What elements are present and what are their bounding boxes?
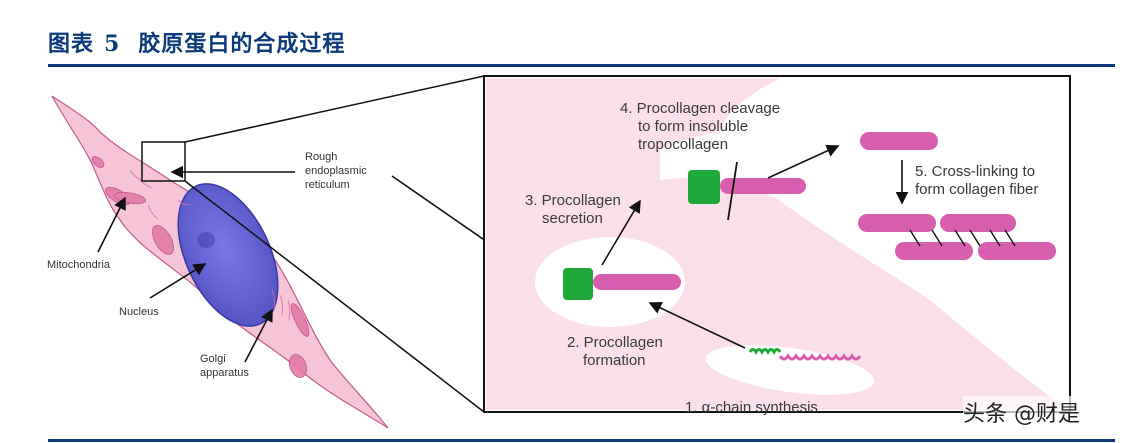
step-4-label: 4. Procollagen cleavage to form insolubl… xyxy=(620,100,780,154)
collagen-fiber xyxy=(858,214,1056,260)
step-1-label: 1. α-chain synthesis xyxy=(685,399,818,416)
label-rer-line1: Rough xyxy=(305,151,338,163)
footer-rule xyxy=(48,439,1115,442)
label-rer: Rough endoplasmic reticulum xyxy=(305,150,367,192)
mito-arrow xyxy=(97,196,126,253)
secreted-procollagen xyxy=(688,161,806,221)
step-5-label: 5. Cross-linking to form collagen fiber xyxy=(915,163,1038,199)
step-4-line1: 4. Procollagen cleavage xyxy=(620,100,781,117)
label-mitochondria: Mitochondria xyxy=(47,259,110,271)
step-5-line1: 5. Cross-linking to xyxy=(915,163,1036,180)
zoom-region-box xyxy=(141,141,186,182)
watermark: 头条 @财是 xyxy=(963,396,1080,428)
label-golgi-line1: Golgi xyxy=(200,353,226,365)
header-rule xyxy=(48,64,1115,67)
step-2-line1: 2. Procollagen xyxy=(567,334,663,351)
arrow-2-to-3 xyxy=(601,199,641,266)
cleavage-line xyxy=(727,161,738,221)
procollagen xyxy=(563,268,681,300)
figure-number: 5 xyxy=(104,31,121,57)
figure-title: 图表 5 胶原蛋白的合成过程 xyxy=(48,26,345,58)
golgi-arrow xyxy=(244,308,273,363)
nucleus-arrow xyxy=(149,263,207,299)
process-panel xyxy=(483,75,1071,413)
label-rer-line3: reticulum xyxy=(305,179,350,191)
tropocollagen xyxy=(860,132,938,150)
figure-label: 图表 xyxy=(48,31,95,57)
label-rer-line2: endoplasmic xyxy=(305,165,367,177)
arrow-1-to-2 xyxy=(648,302,746,349)
step-5-line2: form collagen fiber xyxy=(915,181,1039,198)
fibroblast-cell xyxy=(51,95,389,429)
arrow-3-to-4 xyxy=(767,144,840,179)
step-4-line2: to form insoluble xyxy=(638,118,749,135)
step-3-label: 3. Procollagen secretion xyxy=(525,192,621,228)
label-nucleus: Nucleus xyxy=(119,306,159,318)
step-2-label: 2. Procollagen formation xyxy=(567,334,663,370)
step-3-line1: 3. Procollagen xyxy=(525,192,621,209)
step-4-line3: tropocollagen xyxy=(638,136,729,153)
label-golgi-line2: apparatus xyxy=(200,367,249,379)
figure-caption: 胶原蛋白的合成过程 xyxy=(138,31,346,57)
step-2-line2: formation xyxy=(583,352,646,369)
alpha-chain xyxy=(748,348,862,361)
label-golgi: Golgi apparatus xyxy=(200,352,249,380)
step-3-line2: secretion xyxy=(542,210,603,227)
